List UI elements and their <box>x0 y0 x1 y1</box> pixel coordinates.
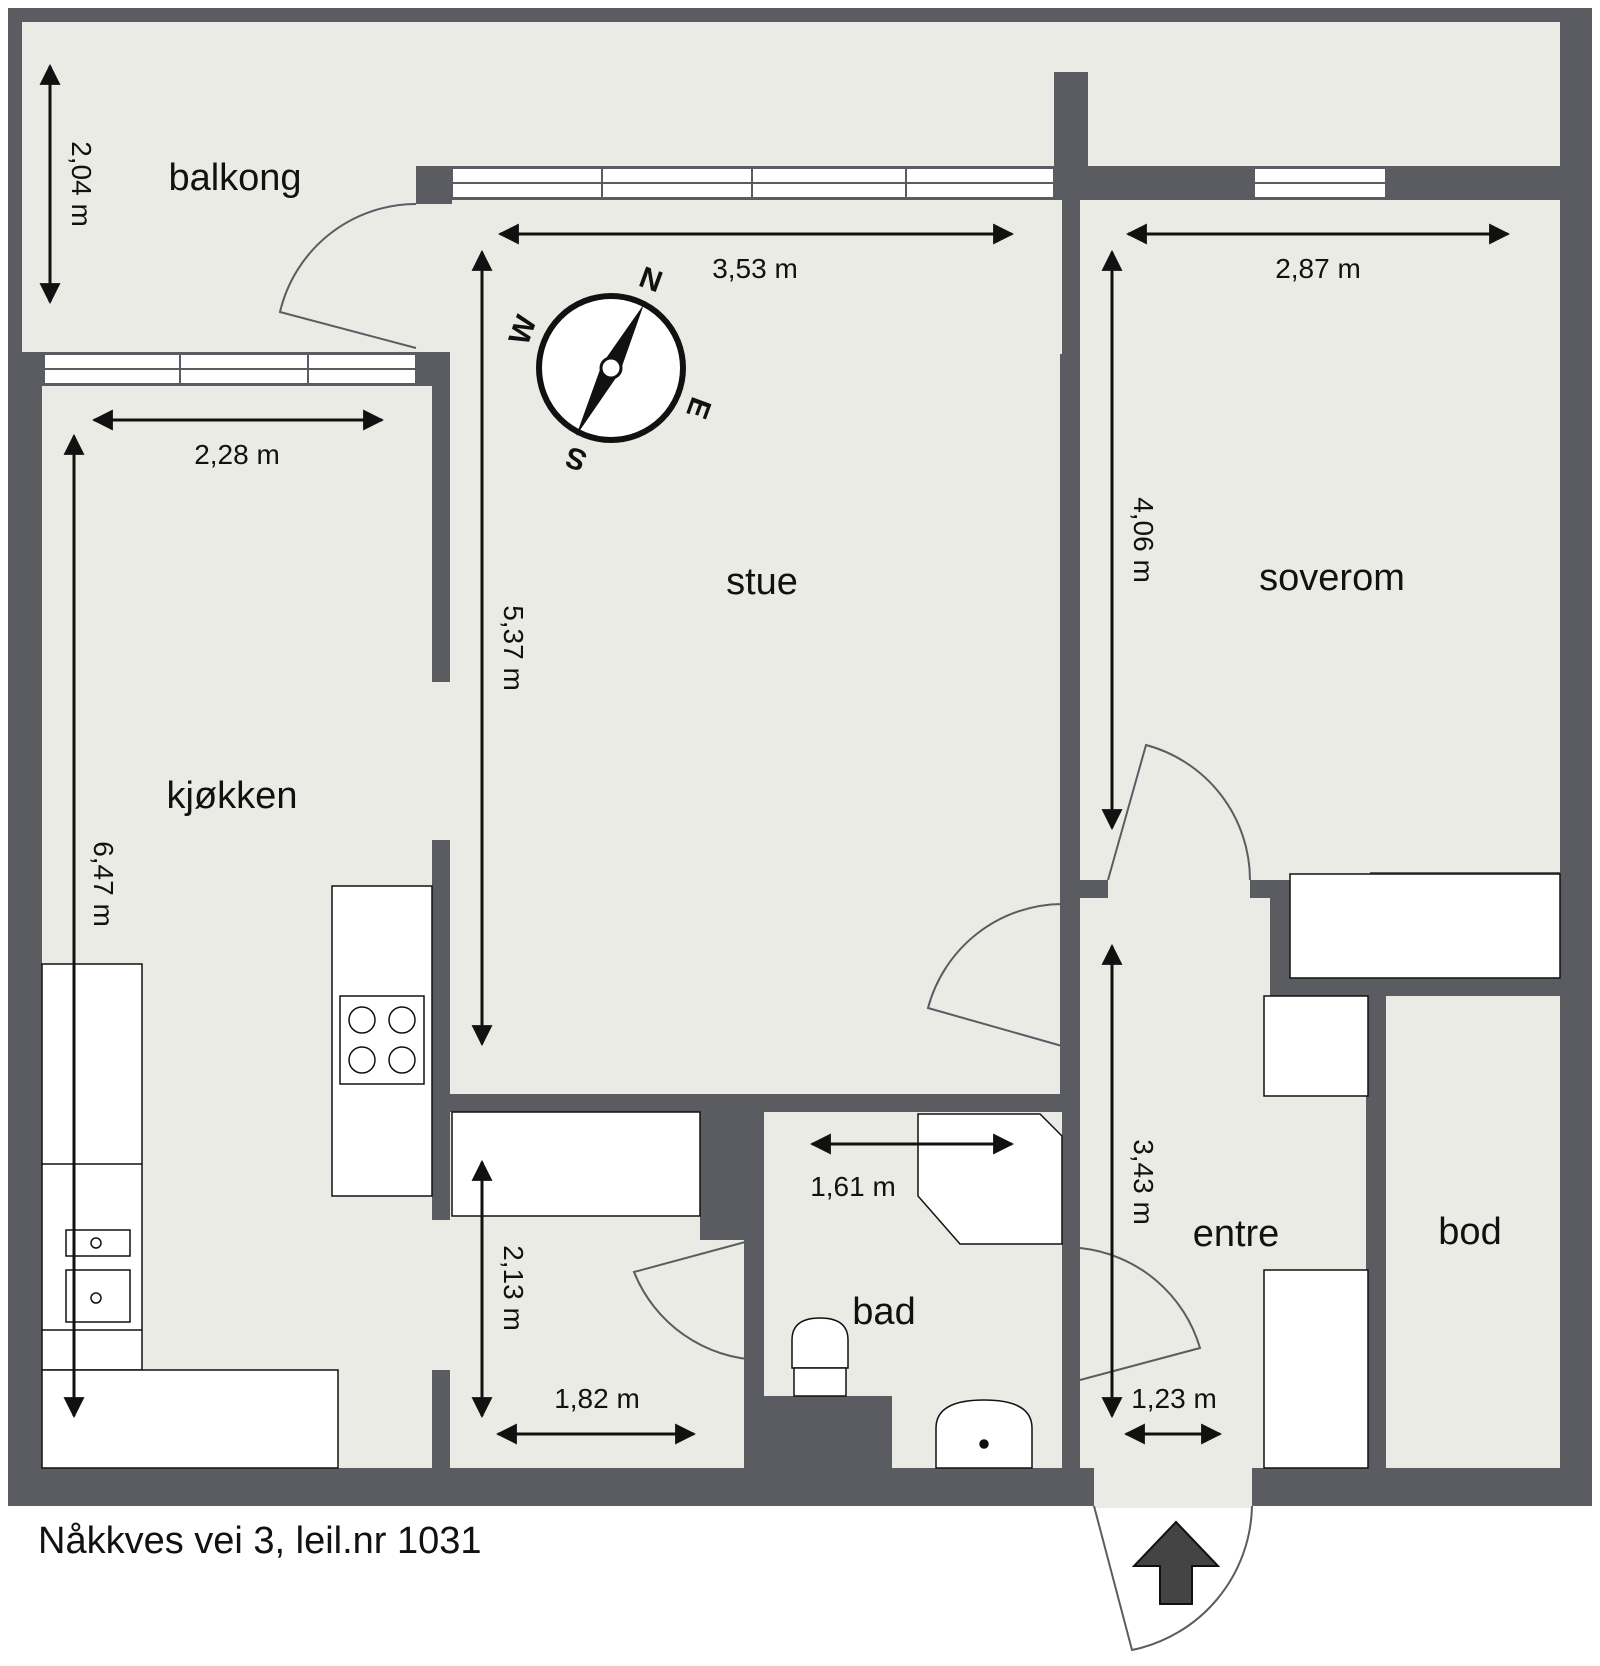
stue-floor <box>448 200 1060 1100</box>
entre-cabinet-top <box>1263 995 1369 1097</box>
wall-bad-block <box>744 1396 892 1470</box>
wall-entrance-left <box>1082 1468 1094 1506</box>
wall-stue-entre-lower <box>1062 1046 1080 1246</box>
toilet-tank <box>793 1367 847 1397</box>
door-entrance <box>1093 1505 1253 1652</box>
entrance-gap <box>1092 1468 1252 1508</box>
door-balcony <box>278 203 417 349</box>
dim-soverom-width: 2,87 m <box>1275 253 1361 284</box>
stove-burner-3 <box>348 1046 376 1074</box>
wall-kitchen-stue-upper <box>432 352 450 682</box>
room-entre: entre <box>1193 1213 1280 1255</box>
dim-hall-width: 1,82 m <box>554 1383 640 1414</box>
dim-entre-width: 1,23 m <box>1131 1383 1217 1414</box>
wall-closet-bottom <box>1270 978 1560 996</box>
stove-burner-4 <box>388 1046 416 1074</box>
wall-kitchen-stue-mid <box>432 840 450 1220</box>
compass-pivot-icon <box>599 356 623 380</box>
dim-hall-depth: 2,13 m <box>498 1245 529 1331</box>
entrance-arrow-icon <box>1131 1520 1221 1605</box>
wall-balcony-pillar <box>416 166 452 204</box>
wall-soverom-entre-stub <box>1250 880 1274 898</box>
wall-bad-entre-lower <box>1062 1380 1080 1470</box>
dim-entre-depth: 3,43 m <box>1128 1139 1159 1225</box>
toilet <box>791 1317 849 1369</box>
bod-floor <box>1386 996 1560 1468</box>
room-soverom: soverom <box>1259 557 1405 599</box>
wall-hall-bad <box>700 1110 764 1240</box>
dim-stue-width: 3,53 m <box>712 253 798 284</box>
dim-soverom-depth: 4,06 m <box>1128 497 1159 583</box>
wall-stue-bottom <box>432 1094 1062 1112</box>
address-caption: Nåkkves vei 3, leil.nr 1031 <box>38 1520 482 1562</box>
room-balkong: balkong <box>168 157 301 199</box>
wall-entre-bod <box>1366 996 1386 1470</box>
soverom-wardrobe <box>1289 873 1561 979</box>
dim-balkong: 2,04 m <box>66 141 97 227</box>
kitchen-sink-small-drain <box>90 1237 102 1249</box>
balkong-floor-right <box>1062 22 1560 166</box>
washbasin-drain <box>979 1439 989 1449</box>
windows <box>43 167 1387 385</box>
dim-kjokken-width: 2,28 m <box>194 439 280 470</box>
washbasin <box>935 1399 1033 1469</box>
dim-bad-width: 1,61 m <box>810 1171 896 1202</box>
hall-wardrobe <box>451 1111 701 1217</box>
wall-kitchen-stue-lower <box>432 1370 450 1470</box>
room-stue: stue <box>726 561 798 603</box>
entre-cabinet-bottom <box>1263 1269 1369 1469</box>
dim-kjokken-depth: 6,47 m <box>88 841 119 927</box>
door-bad-hall <box>632 1237 761 1361</box>
room-kjokken: kjøkken <box>167 775 298 817</box>
dim-stue-depth: 5,37 m <box>498 605 529 691</box>
wall-entre-closet <box>1270 880 1290 995</box>
wall-soverom-stub <box>1062 880 1108 898</box>
kitchen-sink-large-drain <box>90 1292 102 1304</box>
fixtures <box>41 873 1561 1469</box>
doors <box>278 203 1253 1652</box>
kitchen-counter-bottom <box>41 1369 339 1469</box>
door-soverom <box>1107 743 1251 881</box>
stove-burner-1 <box>348 1006 376 1034</box>
compass: N W E S <box>503 261 717 477</box>
stove <box>339 995 425 1085</box>
soverom-floor <box>1080 200 1560 872</box>
wall-stue-soverom-upper <box>1062 200 1080 900</box>
wall-entrance-right <box>1252 1468 1264 1506</box>
room-bad: bad <box>852 1291 915 1333</box>
door-stue <box>926 903 1063 1047</box>
dimension-lines <box>39 63 1511 1445</box>
room-bod: bod <box>1438 1211 1501 1253</box>
stove-burner-2 <box>388 1006 416 1034</box>
